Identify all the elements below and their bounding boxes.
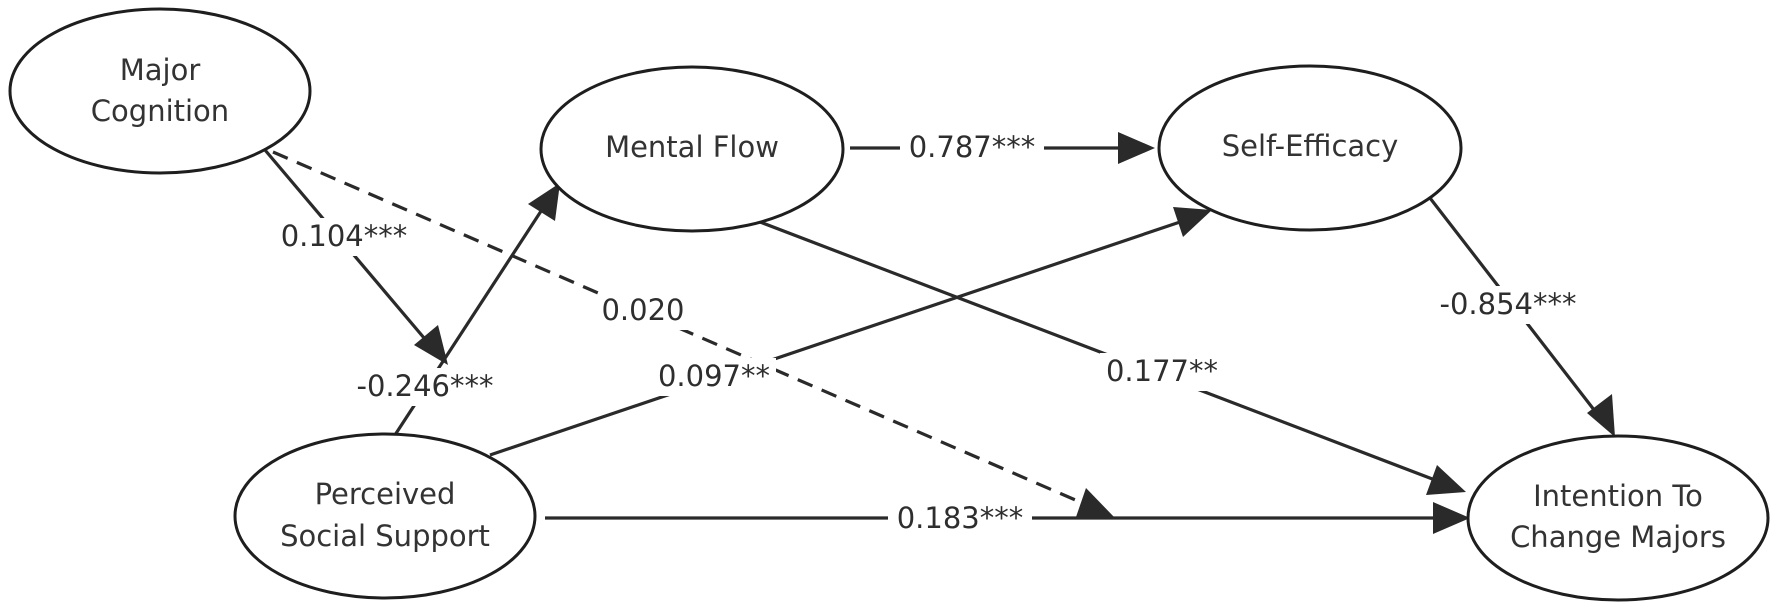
node-self-efficacy: Self-Efficacy — [1157, 64, 1463, 232]
node-intention-to-change-majors: Intention To Change Majors — [1466, 434, 1770, 602]
node-intention-to-change-majors-line-2: Change Majors — [1510, 520, 1726, 554]
arrowhead-pss-to-intention — [1433, 502, 1470, 534]
node-major-cognition-line-2: Cognition — [91, 94, 229, 128]
arrowhead-mental-flow-to-self-efficacy — [1118, 132, 1155, 164]
arrowhead-self-efficacy-to-intention — [1587, 394, 1615, 437]
label-pss-to-self-efficacy: 0.097** — [658, 359, 770, 393]
edge-pss-to-self-efficacy — [489, 220, 1181, 457]
edge-mental-flow-to-intention — [759, 220, 1436, 482]
node-major-cognition: Major Cognition — [8, 7, 312, 175]
label-self-efficacy-to-intention: -0.854*** — [1440, 287, 1577, 321]
edge-major-cognition-to-intention-dashed — [272, 150, 1081, 504]
node-major-cognition-line-1: Major — [120, 53, 201, 87]
arrowhead-pss-to-self-efficacy — [1173, 207, 1212, 237]
node-intention-to-change-majors-line-1: Intention To — [1533, 479, 1703, 513]
arrowhead-major-cognition-dashed — [1076, 488, 1115, 518]
node-self-efficacy-line-1: Self-Efficacy — [1222, 129, 1399, 163]
label-major-cognition-to-intention: 0.020 — [601, 293, 684, 327]
node-perceived-social-support-line-2: Social Support — [280, 519, 490, 553]
arrowhead-moderation — [414, 325, 448, 365]
label-mental-flow-to-intention: 0.177** — [1106, 354, 1218, 388]
node-mental-flow-line-1: Mental Flow — [605, 130, 779, 164]
node-mental-flow: Mental Flow — [539, 65, 845, 233]
node-perceived-social-support-line-1: Perceived — [315, 477, 456, 511]
node-perceived-social-support: Perceived Social Support — [233, 432, 537, 600]
label-pss-to-mental-flow: -0.246*** — [357, 369, 494, 403]
label-pss-to-intention: 0.183*** — [897, 501, 1024, 535]
label-moderation-coefficient: 0.104*** — [281, 219, 408, 253]
label-mental-flow-to-self-efficacy: 0.787*** — [909, 130, 1036, 164]
arrowhead-mental-flow-to-intention — [1426, 465, 1466, 495]
arrowhead-pss-to-mental-flow — [528, 183, 560, 221]
